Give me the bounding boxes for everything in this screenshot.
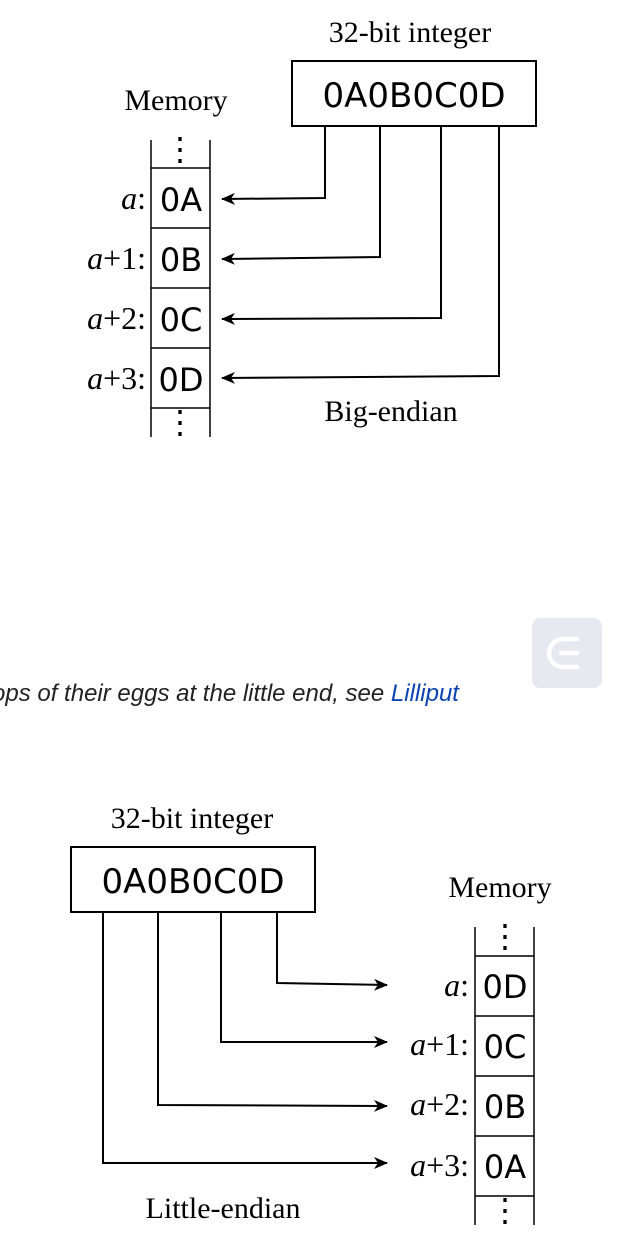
little-endian-address-0: a: — [444, 967, 469, 1003]
little-endian-byte-0: 0D — [483, 968, 528, 1006]
little-endian-byte-1: 0C — [484, 1028, 527, 1066]
big-endian-integer-box — [291, 60, 537, 127]
big-endian-byte-1: 0B — [160, 241, 202, 279]
big-endian-byte-3: 0D — [159, 361, 204, 399]
big-endian-arrow-1 — [221, 126, 381, 265]
lilliput-link[interactable]: Lilliput — [390, 680, 459, 707]
little-endian-dots-top: ⋮ — [489, 918, 521, 954]
big-endian-dots-top: ⋮ — [164, 131, 196, 167]
big-endian-address-1: a+1: — [87, 240, 146, 276]
little-endian-byte-2: 0B — [484, 1088, 526, 1126]
edit-button[interactable] — [532, 618, 602, 688]
big-endian-arrow-2 — [221, 126, 442, 325]
little-endian-integer-value: 0A0B0C0D — [101, 862, 284, 902]
big-endian-address-2: a+2: — [87, 300, 146, 336]
little-endian-caption: Little-endian — [146, 1192, 301, 1225]
little-endian-integer-box — [70, 846, 316, 913]
little-endian-byte-3: 0A — [484, 1148, 526, 1186]
little-endian-address-2: a+2: — [410, 1086, 469, 1122]
little-endian-memory-label: Memory — [448, 871, 551, 904]
little-endian-address-1: a+1: — [410, 1026, 469, 1062]
big-endian-byte-2: 0C — [160, 301, 203, 339]
little-endian-memory-column — [474, 927, 535, 1225]
big-endian-memory-label: Memory — [124, 84, 227, 117]
little-endian-dots-bottom: ⋮ — [489, 1192, 521, 1228]
big-endian-diagram: 32-bit integer 0A0B0C0D Memory ⋮ ⋮ a: 0A… — [87, 16, 537, 440]
big-endian-dots-bottom: ⋮ — [164, 404, 196, 440]
big-endian-arrow-0 — [221, 126, 326, 205]
big-endian-address-0: a: — [121, 180, 146, 216]
little-endian-diagram: 32-bit integer 0A0B0C0D Memory ⋮ ⋮ a: 0D… — [70, 802, 552, 1228]
big-endian-memory-column — [150, 140, 211, 437]
little-endian-address-3: a+3: — [410, 1147, 469, 1183]
big-endian-byte-0: 0A — [160, 181, 202, 219]
little-endian-integer-label: 32-bit integer — [111, 802, 273, 835]
little-endian-arrow-3 — [102, 912, 388, 1169]
little-endian-arrow-2 — [157, 912, 388, 1112]
edit-icon — [546, 636, 580, 670]
big-endian-address-3: a+3: — [87, 360, 146, 396]
big-endian-integer-value: 0A0B0C0D — [322, 76, 505, 116]
little-endian-arrow-1 — [220, 912, 388, 1048]
image-caption: ops of their eggs at the little end, see… — [0, 680, 459, 708]
little-endian-arrow-0 — [276, 912, 388, 991]
big-endian-arrow-3 — [221, 126, 500, 384]
big-endian-integer-label: 32-bit integer — [329, 16, 491, 49]
caption-text: ops of their eggs at the little end, see — [0, 680, 391, 707]
big-endian-caption: Big-endian — [324, 395, 457, 428]
